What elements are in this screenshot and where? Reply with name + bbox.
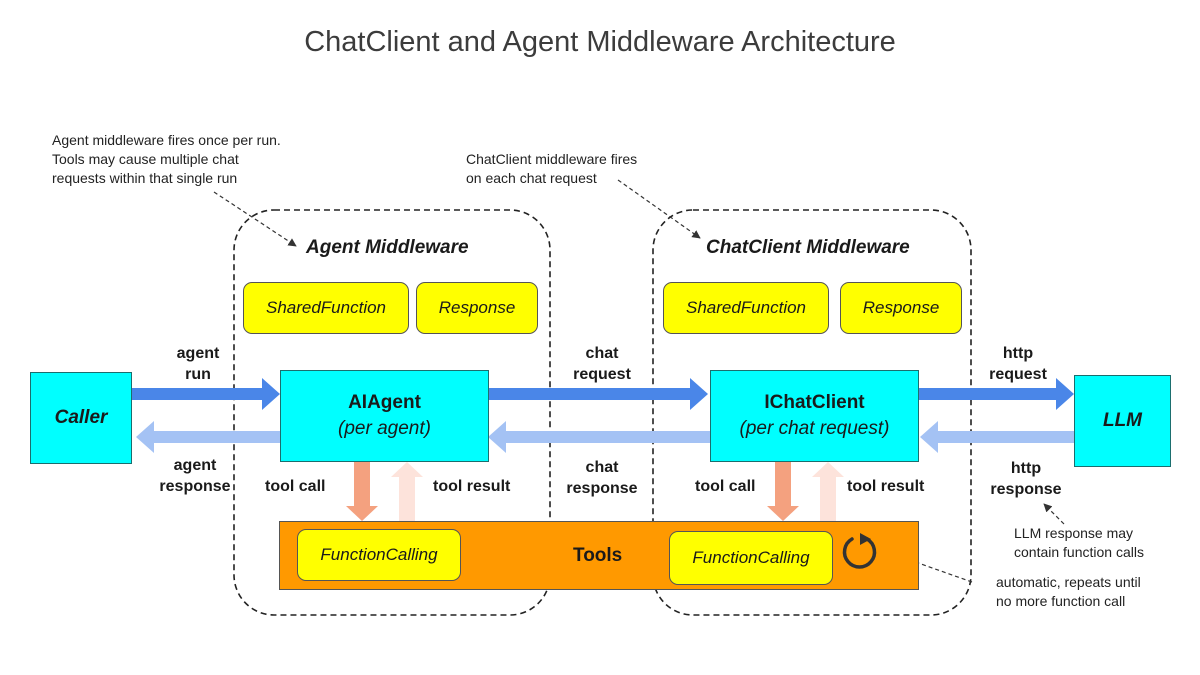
agent-sharedfunction-pill: SharedFunction xyxy=(243,282,409,334)
aiagent-name: AIAgent xyxy=(348,392,421,413)
chat-request-arrow xyxy=(488,378,708,410)
loop-note-pointer xyxy=(903,556,973,583)
chat-response-arrow xyxy=(488,421,710,453)
agent-run-label: agent run xyxy=(176,345,220,383)
tool-result-arrow-left xyxy=(391,462,423,521)
llm-node: LLM xyxy=(1074,375,1171,467)
llm-label: LLM xyxy=(1102,410,1143,431)
diagram-title: ChatClient and Agent Middleware Architec… xyxy=(304,26,896,58)
chat-response-label: chat response xyxy=(566,459,638,497)
http-response-label: http response xyxy=(990,460,1062,498)
chatclient-middleware-boundary xyxy=(652,209,972,616)
tool-call-arrow-right xyxy=(767,462,799,521)
function-calling-right: FunctionCalling xyxy=(669,531,833,585)
tool-result-arrow-right xyxy=(812,462,844,521)
tools-label: Tools xyxy=(573,545,623,566)
ichatclient-node: IChatClient (per chat request) xyxy=(710,370,919,462)
refresh-icon xyxy=(838,530,882,574)
chat-request-label: chat request xyxy=(573,345,631,383)
aiagent-sub: (per agent) xyxy=(338,418,431,439)
http-request-label: http request xyxy=(989,345,1047,383)
agent-middleware-boundary xyxy=(233,209,551,616)
function-calling-left: FunctionCalling xyxy=(297,529,461,581)
loop-note: automatic, repeats until no more functio… xyxy=(996,574,1141,609)
http-request-arrow xyxy=(918,378,1074,410)
tool-result-label-left: tool result xyxy=(433,478,511,495)
agent-note-pointer xyxy=(213,191,297,247)
agent-response-label: agent response xyxy=(159,457,231,495)
chatclient-note-pointer xyxy=(617,179,701,239)
chatclient-response-pill: Response xyxy=(840,282,962,334)
agent-response-pill: Response xyxy=(416,282,538,334)
caller-label: Caller xyxy=(54,407,108,428)
chatclient-sharedfunction-pill: SharedFunction xyxy=(663,282,829,334)
agent-middleware-label: Agent Middleware xyxy=(306,237,469,258)
tool-call-label-right: tool call xyxy=(695,478,756,495)
caller-node: Caller xyxy=(30,372,132,464)
tool-call-label-left: tool call xyxy=(265,478,326,495)
ichatclient-sub: (per chat request) xyxy=(739,418,890,439)
llm-response-note: LLM response may contain function calls xyxy=(1014,525,1144,560)
chatclient-middleware-note: ChatClient middleware fires on each chat… xyxy=(466,151,638,186)
aiagent-node: AIAgent (per agent) xyxy=(280,370,489,462)
http-response-arrow xyxy=(920,421,1074,453)
tool-result-label-right: tool result xyxy=(847,478,925,495)
llm-note-pointer xyxy=(1043,503,1065,525)
agent-response-arrow xyxy=(136,421,280,453)
ichatclient-name: IChatClient xyxy=(764,392,865,413)
tool-call-arrow-left xyxy=(346,462,378,521)
agent-run-arrow xyxy=(132,378,280,410)
chatclient-middleware-label: ChatClient Middleware xyxy=(706,237,910,258)
agent-middleware-note: Agent middleware fires once per run. Too… xyxy=(52,132,281,186)
